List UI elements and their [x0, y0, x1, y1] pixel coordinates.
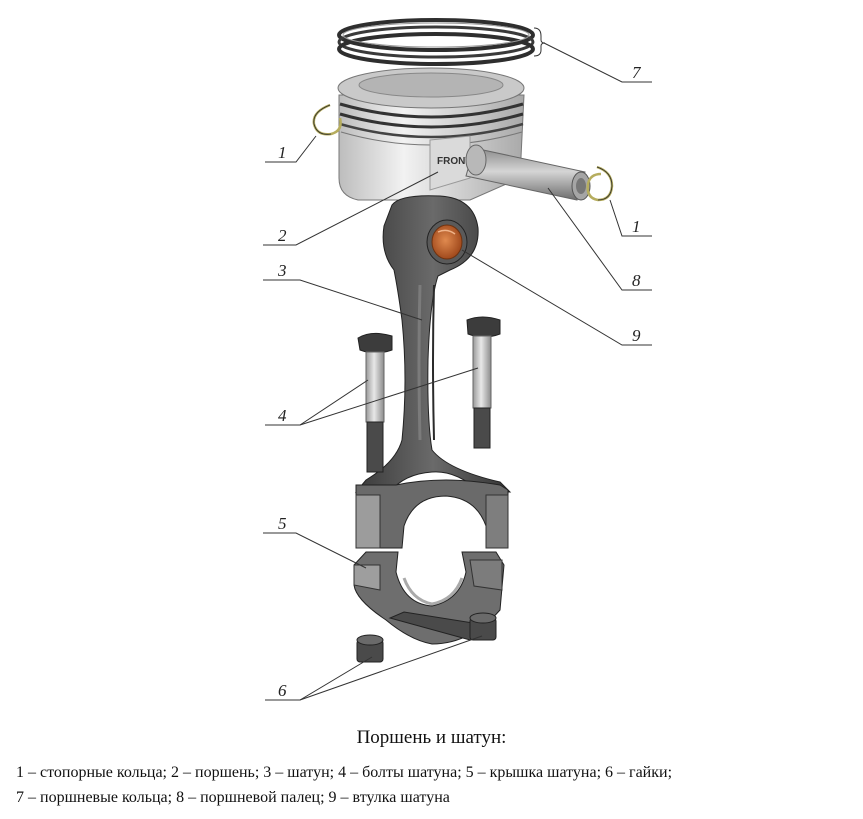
- caption-title: Поршень и шатун:: [356, 727, 507, 748]
- callout-1-right: 1: [632, 217, 641, 236]
- callout-6: 6: [278, 681, 287, 700]
- front-stamp: FRONT: [437, 156, 471, 167]
- leader-lines: [263, 42, 652, 701]
- callout-9: 9: [632, 326, 641, 345]
- callout-3: 3: [277, 261, 287, 280]
- piston-pin: [465, 144, 591, 201]
- nut-right: [469, 612, 497, 641]
- connecting-rod: [354, 195, 512, 549]
- callout-1-left: 1: [278, 143, 287, 162]
- rod-cap: [353, 551, 505, 645]
- callout-7: 7: [632, 63, 642, 82]
- rod-bolt-left: [357, 332, 393, 473]
- circlip-left: [312, 103, 342, 136]
- caption-legend-line-1: 1 – стопорные кольца; 2 – поршень; 3 – ш…: [16, 764, 673, 781]
- circlip-right: [586, 165, 614, 202]
- callout-5: 5: [278, 514, 287, 533]
- callout-labels: 7 1 1 2 3 8 9 4 5 6: [277, 63, 642, 700]
- callout-2: 2: [278, 226, 287, 245]
- rod-bolt-right: [466, 316, 501, 449]
- caption-legend-line-2: 7 – поршневые кольца; 8 – поршневой пале…: [16, 789, 450, 806]
- piston-rings: [337, 18, 535, 66]
- rod-bushing: [426, 219, 468, 265]
- callout-8: 8: [632, 271, 641, 290]
- nut-left: [356, 634, 384, 663]
- callout-4: 4: [278, 406, 287, 425]
- ring-bracket: [533, 27, 546, 57]
